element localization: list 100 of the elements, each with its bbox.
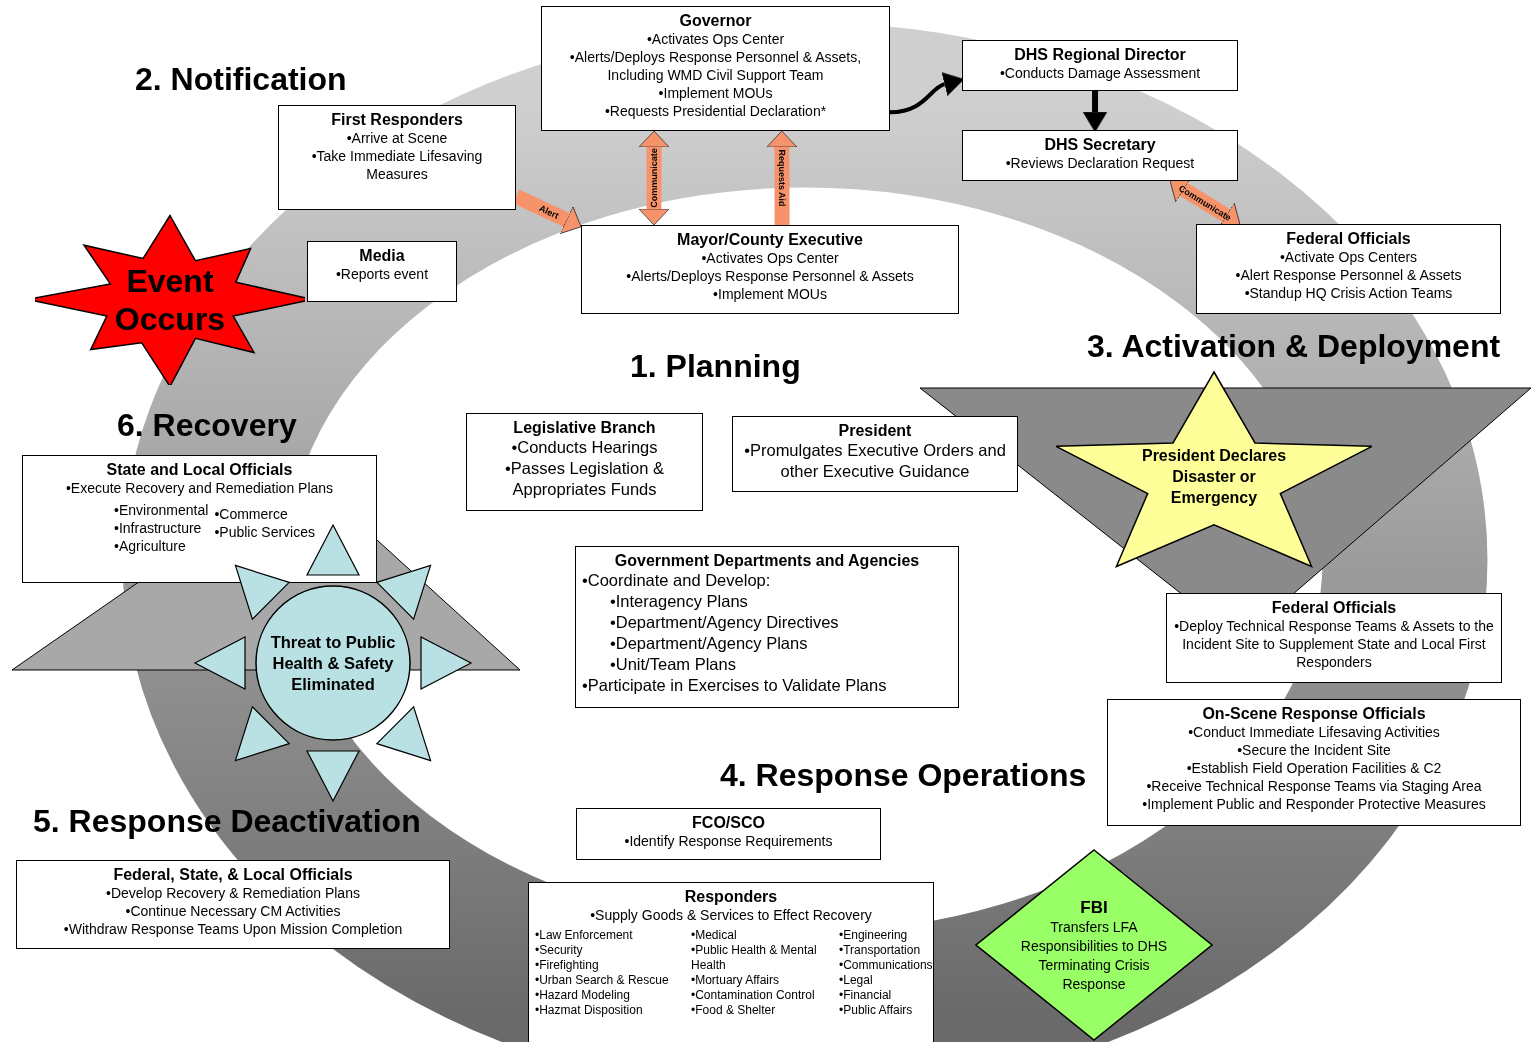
bullet-text: •Public Affairs bbox=[839, 1003, 914, 1018]
text-box bbox=[962, 40, 1238, 91]
bullet-text: •Implement MOUs bbox=[658, 84, 773, 102]
text-box bbox=[466, 413, 703, 511]
box-heading: Federal Officials bbox=[1271, 598, 1397, 617]
bullet-text: •Take Immediate Lifesaving Measures bbox=[310, 147, 484, 183]
section-title: 5. Response Deactivation bbox=[33, 802, 421, 840]
bullet-text: •Unit/Team Plans bbox=[609, 654, 736, 675]
text-box bbox=[576, 808, 881, 860]
box-heading: First Responders bbox=[331, 110, 463, 129]
shape-label: President Declares Disaster or Emergency bbox=[1140, 446, 1288, 508]
edge-label: Communicate bbox=[648, 148, 660, 208]
bullet-text: •Continue Necessary CM Activities bbox=[125, 902, 341, 920]
bullet-text: •Communications bbox=[839, 958, 934, 973]
box-heading: Responders bbox=[684, 887, 778, 906]
bullet-text: •Establish Field Operation Facilities & C2 bbox=[1186, 759, 1442, 777]
box-heading: DHS Secretary bbox=[1044, 135, 1156, 154]
bullet-text: •Reports event bbox=[335, 265, 429, 283]
text-box bbox=[732, 416, 1018, 492]
arrow bbox=[1082, 91, 1108, 133]
bullet-text: •Execute Recovery and Remediation Plans bbox=[65, 479, 334, 497]
bullet-text: •Alerts/Deploys Response Personnel & Assets, Including WMD Civil Support Team bbox=[568, 48, 863, 84]
bullet-text: •Requests Presidential Declaration* bbox=[604, 102, 827, 120]
box-heading: Governor bbox=[679, 11, 752, 30]
bullet-text: •Implement Public and Responder Protective Measures bbox=[1142, 795, 1486, 813]
text-box bbox=[528, 882, 934, 1042]
bullet-text: •Legal bbox=[839, 973, 874, 988]
edge-label: Requests Aid bbox=[776, 149, 787, 207]
bullet-text: •Activate Ops Centers bbox=[1279, 248, 1418, 266]
box-heading: Mayor/County Executive bbox=[677, 230, 863, 249]
bullet-text: •Develop Recovery & Remediation Plans bbox=[106, 884, 360, 902]
bullet-text: •Alerts/Deploys Response Personnel & Assets bbox=[626, 267, 914, 285]
box-heading: President bbox=[838, 421, 912, 440]
box-heading: Media bbox=[359, 246, 405, 265]
bullet-text: •Department/Agency Directives bbox=[609, 612, 839, 633]
shape-label: Transfers LFA Responsibilities to DHS Terminating Crisis Response bbox=[1019, 917, 1169, 994]
bullet-text: •Public Services bbox=[214, 523, 315, 541]
box-heading: FCO/SCO bbox=[692, 813, 765, 832]
shape-label: Threat to Public Health & Safety Eliminated bbox=[269, 631, 397, 695]
bullet-text: •Department/Agency Plans bbox=[609, 633, 808, 654]
bullet-text: •Public Health & Mental Health bbox=[691, 943, 818, 973]
bullet-text: •Law Enforcement bbox=[535, 928, 634, 943]
text-box bbox=[22, 455, 377, 583]
section-title: 6. Recovery bbox=[117, 406, 297, 444]
text-box bbox=[575, 546, 959, 708]
decision-diamond bbox=[975, 849, 1213, 1041]
bullet-text: •Activates Ops Center bbox=[701, 249, 839, 267]
bullet-text: •Supply Goods & Services to Effect Recovery bbox=[590, 906, 872, 924]
bullet-text: •Medical bbox=[691, 928, 738, 943]
bullet-text: •Conducts Hearings bbox=[511, 437, 658, 458]
bullet-text: •Environmental bbox=[114, 501, 209, 519]
bullet-text: •Mortuary Affairs bbox=[691, 973, 780, 988]
bullet-text: •Conducts Damage Assessment bbox=[999, 64, 1201, 82]
bullet-text: •Hazard Modeling bbox=[535, 988, 631, 1003]
text-box bbox=[16, 860, 450, 949]
bullet-text: •Alert Response Personnel & Assets bbox=[1235, 266, 1462, 284]
bullet-text: •Interagency Plans bbox=[609, 591, 748, 612]
arrow bbox=[889, 72, 964, 115]
bullet-text: •Receive Technical Response Teams via Staging Area bbox=[1146, 777, 1482, 795]
bullet-text: •Secure the Incident Site bbox=[1237, 741, 1391, 759]
text-box bbox=[581, 225, 959, 314]
arrow bbox=[766, 130, 798, 226]
arrow bbox=[638, 130, 670, 226]
text-box bbox=[962, 130, 1238, 181]
box-heading: Federal Officials bbox=[1286, 229, 1411, 248]
bullet-text: •Standup HQ Crisis Action Teams bbox=[1244, 284, 1453, 302]
shape-heading: FBI bbox=[1080, 896, 1108, 918]
box-heading: Government Departments and Agencies bbox=[614, 551, 920, 570]
box-heading: On-Scene Response Officials bbox=[1202, 704, 1426, 723]
bullet-text: •Arrive at Scene bbox=[346, 129, 448, 147]
bullet-text: •Commerce bbox=[214, 505, 289, 523]
bullet-text: •Activates Ops Center bbox=[646, 30, 785, 48]
bullet-text: •Implement MOUs bbox=[713, 285, 827, 303]
text-box bbox=[278, 105, 516, 210]
text-box bbox=[1107, 699, 1521, 826]
burst-star bbox=[35, 214, 305, 385]
text-box bbox=[1196, 224, 1501, 314]
bullet-text: •Transportation bbox=[839, 943, 922, 958]
bullet-text: •Security bbox=[535, 943, 584, 958]
section-title: 2. Notification bbox=[135, 60, 347, 98]
box-heading: State and Local Officials bbox=[106, 460, 293, 479]
bullet-text: •Hazmat Disposition bbox=[535, 1003, 644, 1018]
bullet-text: •Deploy Technical Response Teams & Assets to the Incident Site to Supplement State and Local First Responders bbox=[1173, 617, 1495, 671]
box-heading: Federal, State, & Local Officials bbox=[113, 865, 353, 884]
bullet-text: •Withdraw Response Teams Upon Mission Completion bbox=[63, 920, 403, 938]
bullet-text: •Coordinate and Develop: bbox=[582, 570, 771, 591]
section-title: 3. Activation & Deployment bbox=[1087, 327, 1501, 365]
text-box bbox=[307, 241, 457, 302]
bullet-text: •Identify Response Requirements bbox=[624, 832, 833, 850]
shape-label: Event Occurs bbox=[113, 261, 227, 338]
bullet-text: •Reviews Declaration Request bbox=[1005, 154, 1195, 172]
bullet-text: •Urban Search & Rescue bbox=[535, 973, 670, 988]
bullet-text: •Promulgates Executive Orders and other Executive Guidance bbox=[743, 440, 1007, 482]
edge-label: Alert bbox=[537, 202, 560, 221]
bullet-text: •Conduct Immediate Lifesaving Activities bbox=[1188, 723, 1440, 741]
section-title: 4. Response Operations bbox=[720, 756, 1087, 794]
bullet-text: •Passes Legislation & Appropriates Funds bbox=[504, 458, 665, 500]
bullet-text: •Participate in Exercises to Validate Plans bbox=[582, 675, 887, 696]
bullet-text: •Agriculture bbox=[114, 537, 187, 555]
section-title: 1. Planning bbox=[630, 347, 801, 385]
